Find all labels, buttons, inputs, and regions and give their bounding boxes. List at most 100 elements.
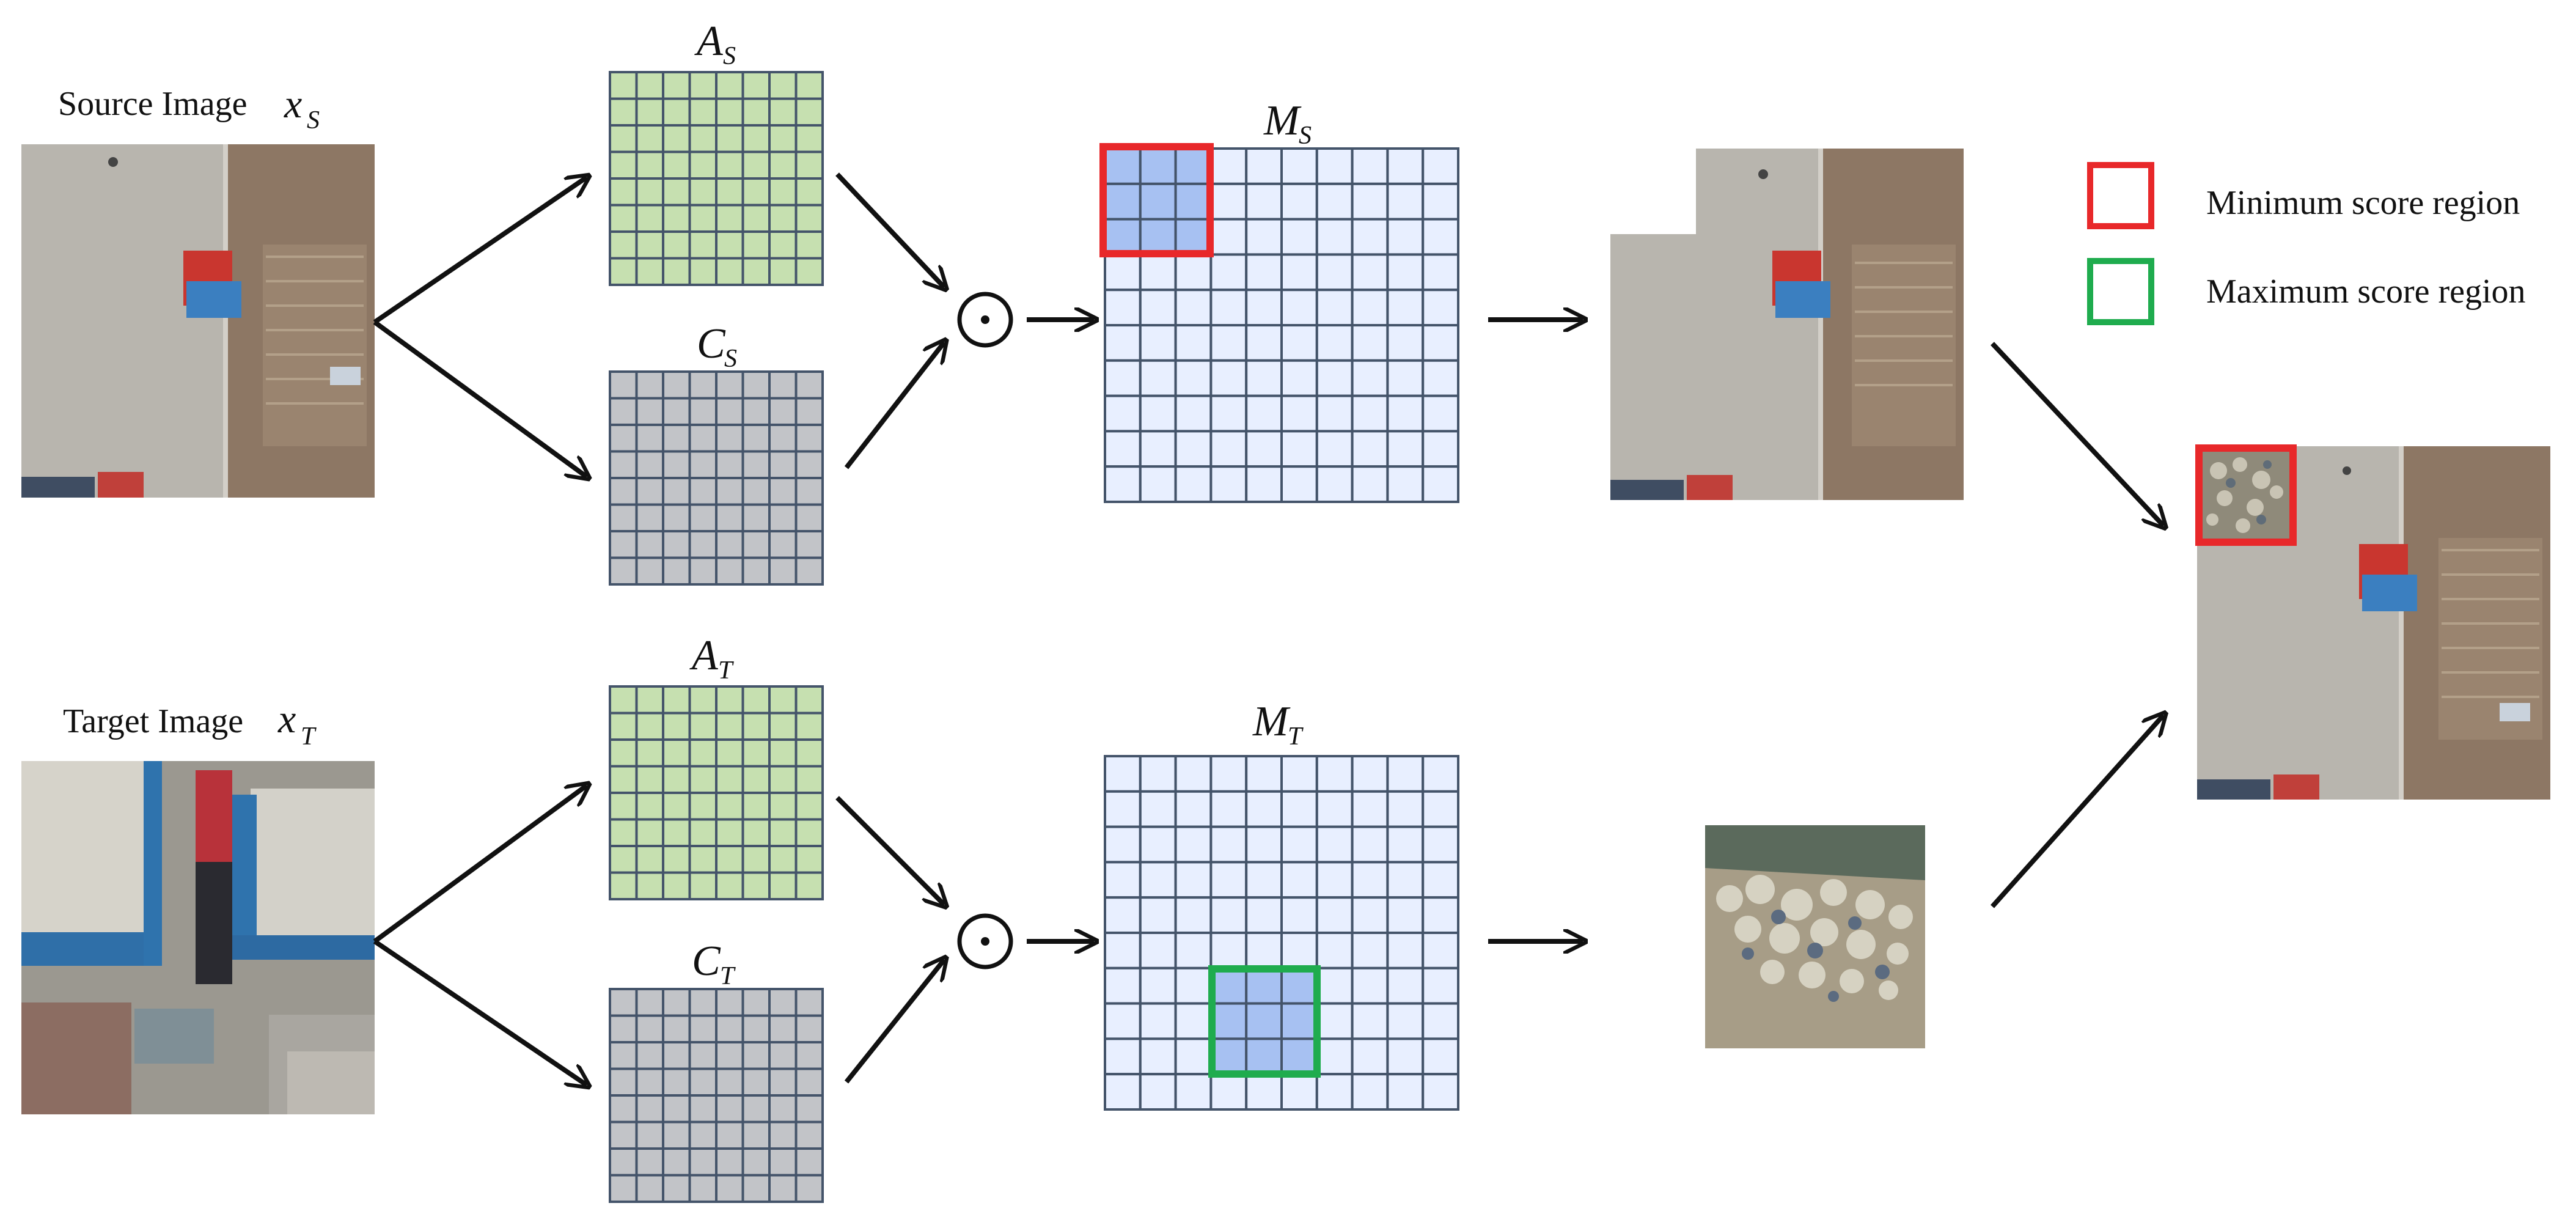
grid-cell [1280,861,1318,899]
grid-cell [688,818,717,847]
grid-cell [662,477,691,506]
grid-cell [741,988,771,1017]
grid-cell [1174,1073,1213,1111]
grid-cell [662,988,691,1017]
grid-cell [1351,289,1389,327]
grid-cell [715,845,744,874]
grid-cell [741,818,771,847]
grid-cell [635,97,664,127]
grid-cell [1139,359,1177,397]
grid-cell [609,477,638,506]
c-s-label-sub: S [724,345,737,373]
grid-cell [741,397,771,426]
grid-cell [688,124,717,153]
grid-cell [662,97,691,127]
legend-max-swatch [2087,258,2154,325]
grid-cell [1280,825,1318,864]
grid-cell [741,1174,771,1203]
grid-cell [1386,755,1425,793]
grid-cell [1209,1002,1248,1040]
grid-cell [768,1120,798,1150]
grid-cell [1315,755,1354,793]
grid-cell [688,150,717,180]
grid-cell [635,765,664,794]
grid-cell [1315,825,1354,864]
grid-cell [768,1041,798,1070]
grid-cell [768,1014,798,1043]
grid-cell [1104,430,1142,468]
grid-cell [794,477,824,506]
grid-cell [1209,755,1248,793]
grid-cell [1245,289,1283,327]
grid-cell [662,871,691,900]
grid-cell [768,177,798,207]
grid-cell [1422,861,1459,899]
grid-cell [794,685,824,715]
grid-cell [1280,966,1318,1005]
grid-cell [1280,182,1318,221]
grid-cell [1351,218,1389,256]
source-image [21,144,375,498]
grid-cell [1351,430,1389,468]
grid-cell [1422,289,1459,327]
grid-cell [1280,755,1318,793]
grid-cell [1351,147,1389,185]
legend-min-swatch [2087,162,2154,229]
target-image-symbol: x [277,697,296,741]
source-image-cropped [1610,149,1964,500]
grid-cell [768,477,798,506]
grid-cell [1139,147,1177,185]
grid-cell [1245,966,1283,1005]
grid-cell [1139,218,1177,256]
grid-cell [794,124,824,153]
grid-cell [1280,790,1318,828]
attention-grid-source [609,71,824,286]
grid-cell [688,845,717,874]
a-s-label: A [694,18,723,65]
grid-cell [688,230,717,260]
grid-cell [794,818,824,847]
target-image [21,761,375,1114]
grid-cell [715,1014,744,1043]
grid-cell [1104,359,1142,397]
grid-cell [1386,896,1425,934]
grid-cell [609,370,638,400]
grid-cell [1174,932,1213,969]
grid-cell [715,1174,744,1203]
grid-cell [688,424,717,453]
grid-cell [794,71,824,100]
grid-cell [609,257,638,286]
grid-cell [662,1041,691,1070]
grid-cell [794,530,824,559]
mixed-output-image [2195,444,2550,800]
grid-cell [741,257,771,286]
grid-cell [635,1094,664,1124]
grid-cell [1209,1073,1248,1111]
grid-cell [715,765,744,794]
grid-cell [1422,359,1459,397]
grid-cell [688,177,717,207]
grid-cell [1174,289,1213,327]
grid-cell [635,204,664,233]
grid-cell [635,177,664,207]
grid-cell [1209,896,1248,934]
grid-cell [768,397,798,426]
confidence-grid-source [609,370,824,586]
grid-cell [715,685,744,715]
grid-cell [609,424,638,453]
grid-cell [1104,147,1142,185]
grid-cell [741,765,771,794]
grid-cell [635,845,664,874]
a-t-label-sub: T [718,657,734,685]
grid-cell [688,397,717,426]
grid-cell [609,71,638,100]
grid-cell [741,1120,771,1150]
grid-cell [688,792,717,821]
grid-cell [741,792,771,821]
grid-cell [1422,1073,1459,1111]
grid-cell [688,530,717,559]
grid-cell [688,71,717,100]
grid-cell [768,424,798,453]
grid-cell [1280,932,1318,969]
grid-cell [609,871,638,900]
